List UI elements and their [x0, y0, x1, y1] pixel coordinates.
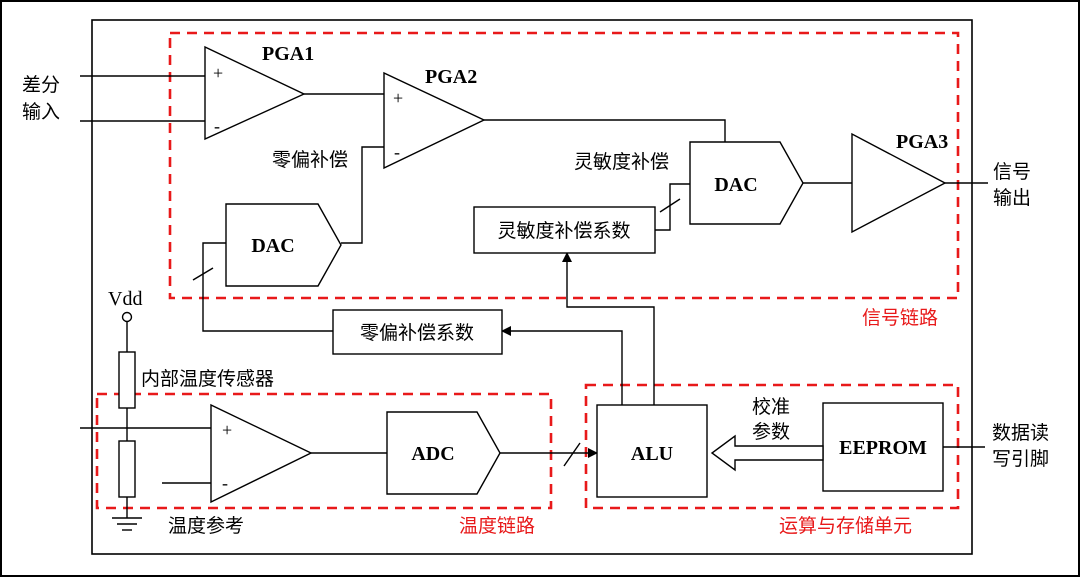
data-pin-label: 数据读 — [992, 422, 1049, 444]
signal-dac-label: DAC — [714, 174, 757, 196]
pga1-minus-sign: - — [214, 116, 220, 136]
bus-tick — [659, 198, 681, 213]
diff-input-label: 输入 — [22, 101, 60, 123]
temp-chain-region — [95, 392, 553, 510]
eeprom-to-alu-arrow — [710, 434, 824, 472]
offset-coeff-block — [332, 309, 503, 355]
pga2-minus-sign: - — [394, 142, 400, 162]
eeprom-block — [822, 402, 944, 492]
temp-amp-minus-sign: - — [222, 473, 228, 493]
sensor-resistor-top — [118, 351, 136, 409]
offset-coeff-to-dac-wire — [202, 242, 333, 332]
pga3-amplifier — [851, 132, 947, 234]
pga2-amplifier — [383, 71, 486, 170]
temp-chain-label: 温度链路 — [459, 515, 535, 537]
coeff-to-dac-wire — [655, 183, 690, 231]
bus-tick — [192, 267, 214, 281]
pga1-amplifier — [204, 45, 306, 141]
sensor-resistor-bottom — [118, 440, 136, 498]
signal-chain-label: 信号链路 — [862, 307, 938, 329]
adc-label: ADC — [411, 443, 454, 465]
pga2-to-dac-wire — [484, 119, 726, 142]
offset-dac-label: DAC — [251, 235, 294, 257]
data-pin-label: 写引脚 — [992, 448, 1049, 470]
offset-comp-label: 零偏补偿 — [272, 149, 348, 171]
bus-tick — [563, 442, 581, 467]
diff-input-label: 差分 — [22, 74, 60, 96]
pga1-plus-sign: + — [213, 63, 223, 83]
temp-amp-plus-sign: + — [222, 420, 232, 440]
adc-block — [386, 411, 501, 495]
alu-to-offset-coeff-wire — [501, 326, 623, 405]
signal-dac-block — [689, 141, 804, 225]
signal-output-label: 信号 — [993, 161, 1031, 183]
pga2-plus-sign: + — [393, 88, 403, 108]
vdd-terminal — [121, 311, 133, 323]
chip-outline — [91, 19, 973, 555]
pga3-label: PGA3 — [896, 131, 948, 153]
sens-coeff-block — [473, 206, 656, 254]
offset-dac-to-pga2-wire — [341, 146, 384, 244]
pga2-label: PGA2 — [425, 66, 477, 88]
temp-ref-label: 温度参考 — [168, 515, 244, 537]
signal-chain-region — [168, 31, 960, 300]
eeprom-label: EEPROM — [839, 437, 927, 459]
sens-coeff-label: 灵敏度补偿系数 — [497, 220, 630, 242]
calib-param-label: 参数 — [752, 421, 790, 443]
calib-param-label: 校准 — [752, 396, 790, 418]
compute-unit-label: 运算与存储单元 — [779, 515, 912, 537]
alu-label: ALU — [631, 443, 673, 465]
offset-coeff-label: 零偏补偿系数 — [360, 322, 474, 344]
temp-sensor-label: 内部温度传感器 — [141, 368, 274, 390]
offset-dac-block — [225, 203, 342, 287]
alu-to-sens-coeff-wire — [562, 252, 655, 405]
temp-amplifier — [210, 403, 313, 504]
sens-comp-label: 灵敏度补偿 — [574, 151, 669, 173]
alu-block — [596, 404, 708, 498]
signal-output-label: 输出 — [993, 187, 1031, 209]
pga1-label: PGA1 — [262, 43, 314, 65]
vdd-label: Vdd — [108, 288, 142, 310]
